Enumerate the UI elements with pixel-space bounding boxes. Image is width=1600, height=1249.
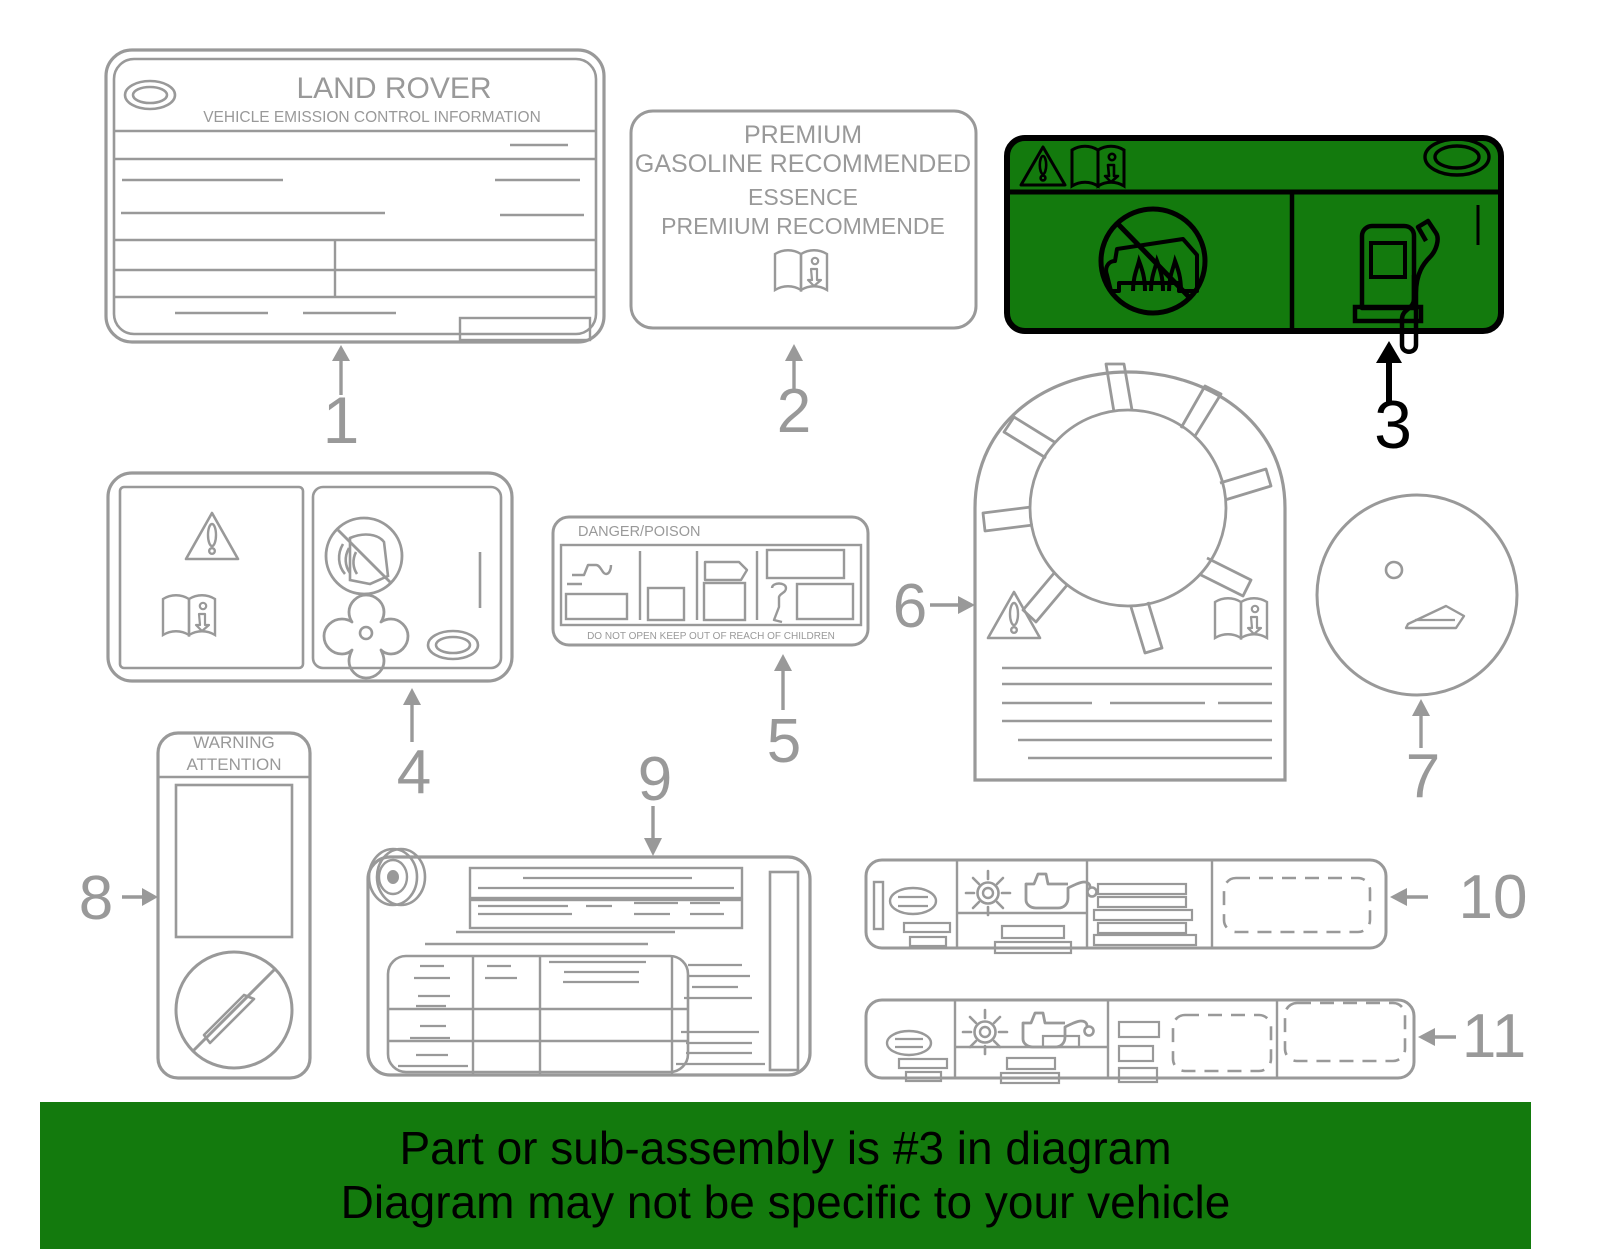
callout-arrow-7 xyxy=(1412,699,1430,748)
no-open-flame-icon xyxy=(1098,206,1208,316)
part8-line2: ATTENTION xyxy=(186,755,281,774)
callout-arrow-6 xyxy=(930,596,975,614)
no-flame-hand-icon xyxy=(324,516,404,596)
callout-numbers: 1 2 3 4 5 6 7 8 9 10 11 xyxy=(79,377,1528,1071)
callout-number-2: 2 xyxy=(777,377,811,446)
owners-manual-book-icon xyxy=(161,594,217,637)
bulb-sun-icon xyxy=(961,1008,1009,1056)
callout-number-8: 8 xyxy=(79,864,113,933)
part2-line2: GASOLINE RECOMMENDED xyxy=(635,150,971,178)
part8-warning-attention-label: WARNING ATTENTION xyxy=(156,731,312,1080)
callout-number-9: 9 xyxy=(638,745,672,814)
callout-number-10: 10 xyxy=(1459,863,1528,932)
tire-icon xyxy=(367,847,427,907)
callout-number-6: 6 xyxy=(893,572,927,641)
part2-line3: ESSENCE xyxy=(748,184,858,210)
callout-number-7: 7 xyxy=(1406,742,1440,811)
cooling-fan-icon xyxy=(981,362,1273,655)
part6-cooling-fan-label xyxy=(973,362,1287,782)
callout-arrow-5 xyxy=(774,654,792,710)
part8-line1: WARNING xyxy=(193,733,275,752)
no-entry-slash-icon xyxy=(174,950,294,1070)
callout-arrow-2 xyxy=(785,344,803,392)
banner-line-1: Part or sub-assembly is #3 in diagram xyxy=(399,1122,1172,1175)
callout-arrow-1 xyxy=(332,345,350,395)
part3-fuel-filler-label-highlighted xyxy=(1004,135,1504,354)
part4-airbag-coolant-label xyxy=(106,471,514,683)
part9-tire-pressure-placard xyxy=(366,847,812,1077)
dashed-write-in-box xyxy=(1171,1013,1273,1073)
owners-manual-book-icon xyxy=(773,249,829,292)
dashed-write-in-box xyxy=(1222,876,1372,934)
callout-arrow-3 xyxy=(1376,341,1402,405)
callout-arrow-4 xyxy=(403,688,421,742)
oval-icon xyxy=(888,886,938,916)
callout-arrow-8 xyxy=(122,888,158,906)
callout-arrow-10 xyxy=(1390,888,1428,906)
part5-heading: DANGER/POISON xyxy=(578,524,700,540)
oil-can-icon xyxy=(1021,1011,1095,1049)
oval-logo-icon xyxy=(426,629,480,661)
callout-arrows xyxy=(122,341,1456,1046)
part2-line1: PREMIUM xyxy=(744,121,862,149)
part5-danger-poison-label: DANGER/POISON DO NOT OPEN KEEP OUT OF RE… xyxy=(551,515,870,647)
dashed-write-in-box xyxy=(1283,1001,1407,1063)
bulb-sun-icon xyxy=(964,869,1012,917)
owners-manual-book-icon xyxy=(1213,597,1269,640)
part1-subtitle: VEHICLE EMISSION CONTROL INFORMATION xyxy=(203,109,541,126)
callout-arrow-9 xyxy=(644,806,662,856)
part11-service-label-b xyxy=(864,998,1416,1085)
callout-number-5: 5 xyxy=(767,707,801,776)
callout-number-11: 11 xyxy=(1462,1002,1526,1071)
part1-title: LAND ROVER xyxy=(296,72,491,105)
oval-icon xyxy=(885,1029,933,1057)
callout-arrow-11 xyxy=(1418,1028,1456,1046)
callout-number-4: 4 xyxy=(397,738,431,807)
part1-emission-label: LAND ROVER VEHICLE EMISSION CONTROL INFO… xyxy=(104,48,606,344)
warning-triangle-icon xyxy=(184,511,240,561)
fuel-pump-icon xyxy=(1352,218,1440,354)
part10-service-label-a xyxy=(864,858,1388,955)
wedge-shape-icon xyxy=(1404,604,1466,630)
fan-flower-icon xyxy=(322,593,410,680)
small-circle-icon xyxy=(1384,560,1404,580)
callout-number-1: 1 xyxy=(323,383,360,457)
callout-number-3: 3 xyxy=(1374,387,1412,463)
part5-footer: DO NOT OPEN KEEP OUT OF REACH OF CHILDRE… xyxy=(587,631,835,642)
part2-line4: PREMIUM RECOMMENDE xyxy=(661,213,945,239)
part2-fuel-recommendation-label: PREMIUM GASOLINE RECOMMENDED ESSENCE PRE… xyxy=(629,109,978,330)
diagram-notice-banner: Part or sub-assembly is #3 in diagram Di… xyxy=(40,1102,1531,1249)
banner-line-2: Diagram may not be specific to your vehi… xyxy=(340,1175,1231,1228)
part7-round-disc-label xyxy=(1315,493,1519,697)
